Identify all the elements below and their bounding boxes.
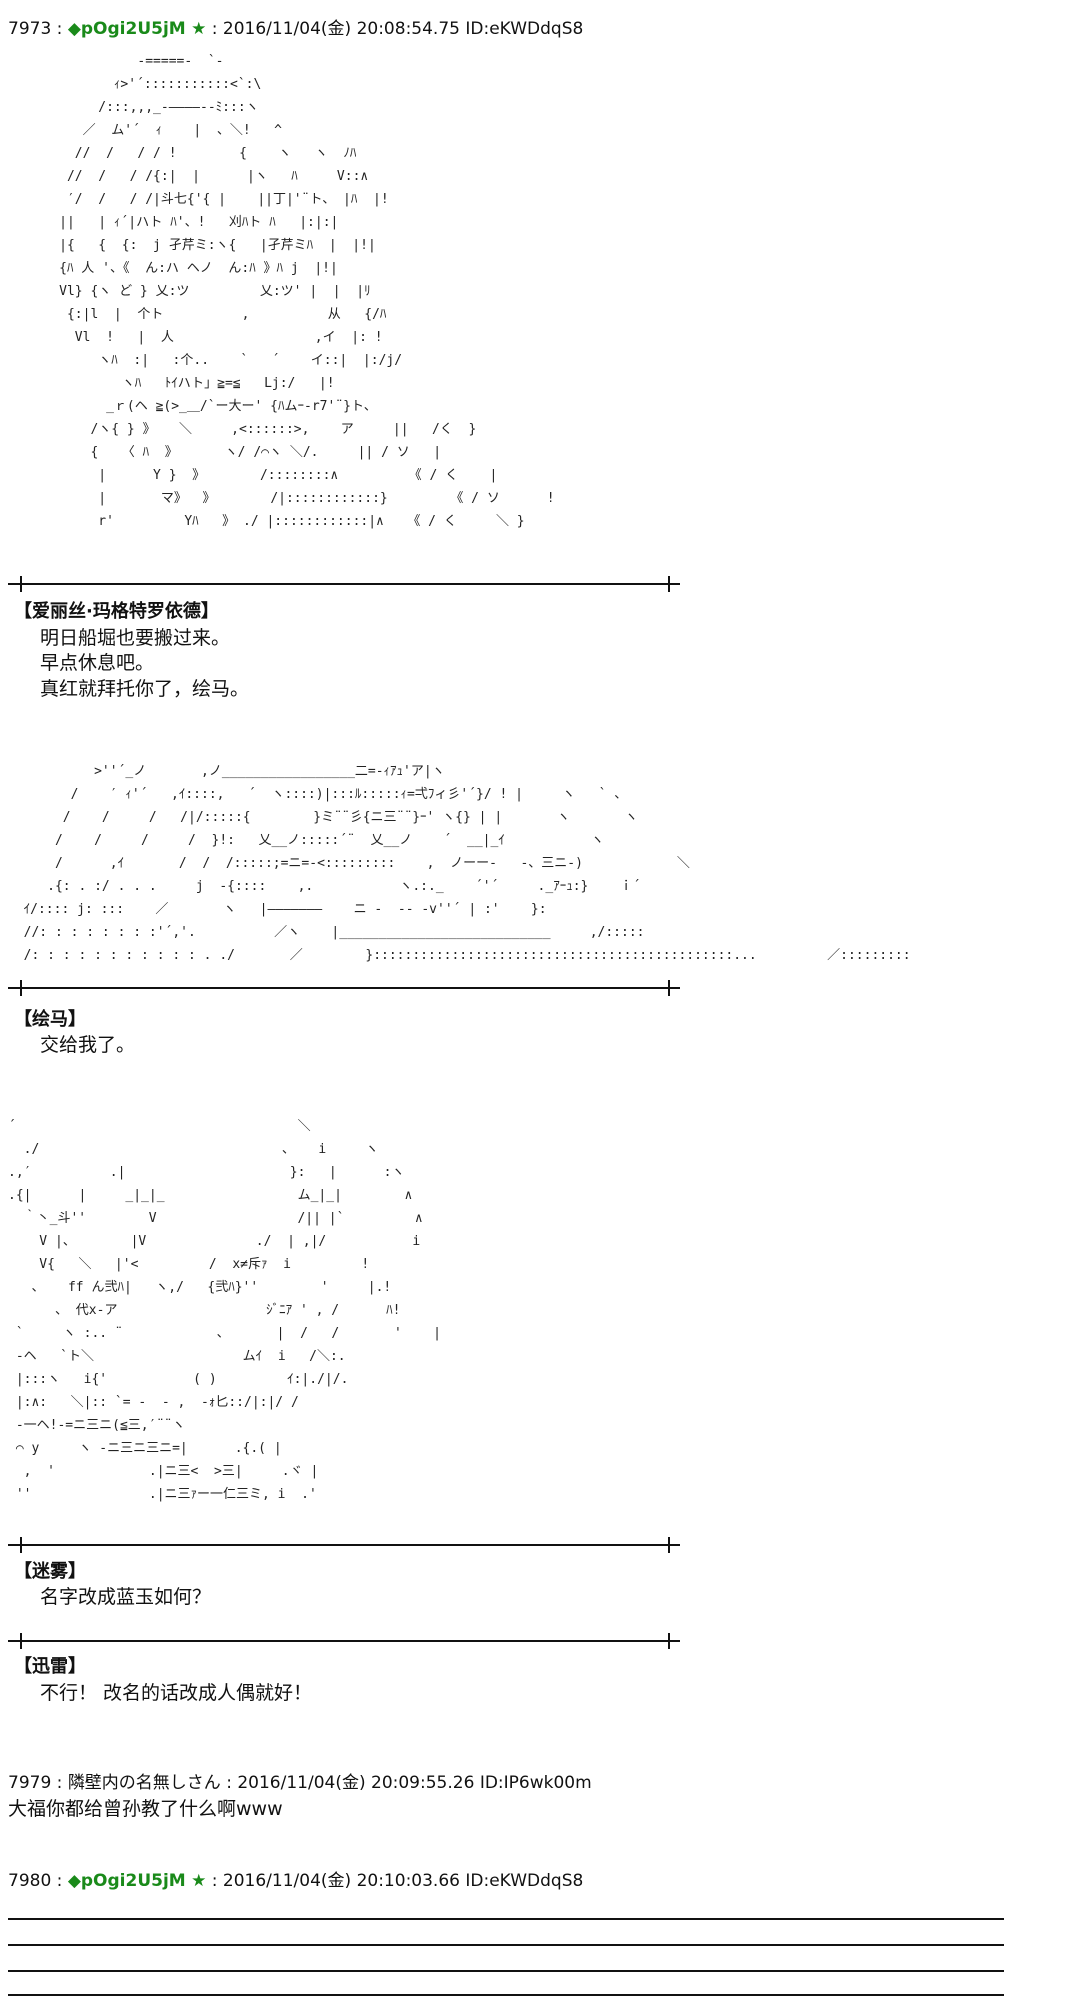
post-datetime: 2016/11/04(金) 20:09:55.26: [237, 1773, 475, 1793]
post-separator: :: [211, 1871, 218, 1891]
speaker-name: 【迷雾】: [14, 1561, 86, 1582]
dialogue-line: 明日船堀也要搬过来。: [40, 627, 231, 649]
horizontal-rule: [8, 1944, 1004, 1946]
star-icon: ★: [191, 1871, 207, 1891]
post-body: 大福你都给曾孙教了什么啊www: [8, 1798, 283, 1820]
post-header: 7980 : ◆pOgi2U5jM ★ : 2016/11/04(金) 20:1…: [8, 1866, 583, 1891]
divider-cross-right: [668, 1537, 670, 1553]
dialogue-line: 交给我了。: [40, 1034, 136, 1056]
divider-cross-left: [20, 1537, 22, 1553]
post-id[interactable]: ID:eKWDdqS8: [465, 1871, 584, 1891]
dialogue-line: 不行！ 改名的话改成人偶就好！: [40, 1682, 313, 1704]
dialogue-line: 真红就拜托你了，绘马。: [40, 678, 250, 700]
star-icon: ★: [191, 19, 207, 39]
divider-line: [8, 583, 680, 585]
post-header: 7979 : 隣壁内の名無しさん : 2016/11/04(金) 20:09:5…: [8, 1768, 592, 1793]
post-datetime: 2016/11/04(金) 20:10:03.66: [222, 1871, 460, 1891]
divider-cross-left: [20, 1633, 22, 1649]
post-number: 7973 :: [8, 19, 63, 39]
speaker-name: 【绘马】: [14, 1009, 86, 1030]
speaker-name: 【爱丽丝·玛格特罗依德】: [14, 601, 219, 622]
post-header: 7973 : ◆pOgi2U5jM ★ : 2016/11/04(金) 20:0…: [8, 14, 583, 39]
dialogue-line: 名字改成蓝玉如何？: [40, 1586, 212, 1608]
post-id[interactable]: ID:eKWDdqS8: [465, 19, 584, 39]
horizontal-rule: [8, 1970, 1004, 1972]
divider-cross-left: [20, 576, 22, 592]
tripcode-link[interactable]: ◆pOgi2U5jM: [67, 1871, 186, 1891]
divider-cross-right: [668, 576, 670, 592]
horizontal-rule: [8, 1994, 1004, 1996]
divider-cross-left: [20, 980, 22, 996]
horizontal-rule: [8, 1918, 1004, 1920]
post-number: 7980 :: [8, 1871, 63, 1891]
post-id[interactable]: ID:IP6wk00m: [479, 1773, 592, 1793]
post-separator: :: [226, 1773, 232, 1793]
ascii-art-alice: -=====- `- ｨ>'´:::::::::::<`:\ /:::,,,_-…: [59, 54, 555, 529]
speaker-name: 【迅雷】: [14, 1656, 86, 1677]
post-datetime: 2016/11/04(金) 20:08:54.75: [222, 19, 460, 39]
divider-line: [8, 987, 680, 989]
poster-name: 隣壁内の名無しさん: [67, 1773, 221, 1793]
divider-line: [8, 1640, 680, 1642]
post-separator: :: [211, 19, 218, 39]
divider-line: [8, 1544, 680, 1546]
ascii-art-ema: >''´_ノ ,ノ_________________二=-ｨｱｭ'ア|ヽ / ′…: [23, 764, 911, 963]
dialogue-line: 早点休息吧。: [40, 652, 155, 674]
divider-cross-right: [668, 1633, 670, 1649]
divider-cross-right: [668, 980, 670, 996]
post-number: 7979 :: [8, 1773, 63, 1793]
ascii-art-mist: ´ ＼ ./ 、 i ヽ .,′ .| }: | :ヽ .{| | _|_|_ …: [8, 1119, 441, 1502]
tripcode-link[interactable]: ◆pOgi2U5jM: [67, 19, 186, 39]
